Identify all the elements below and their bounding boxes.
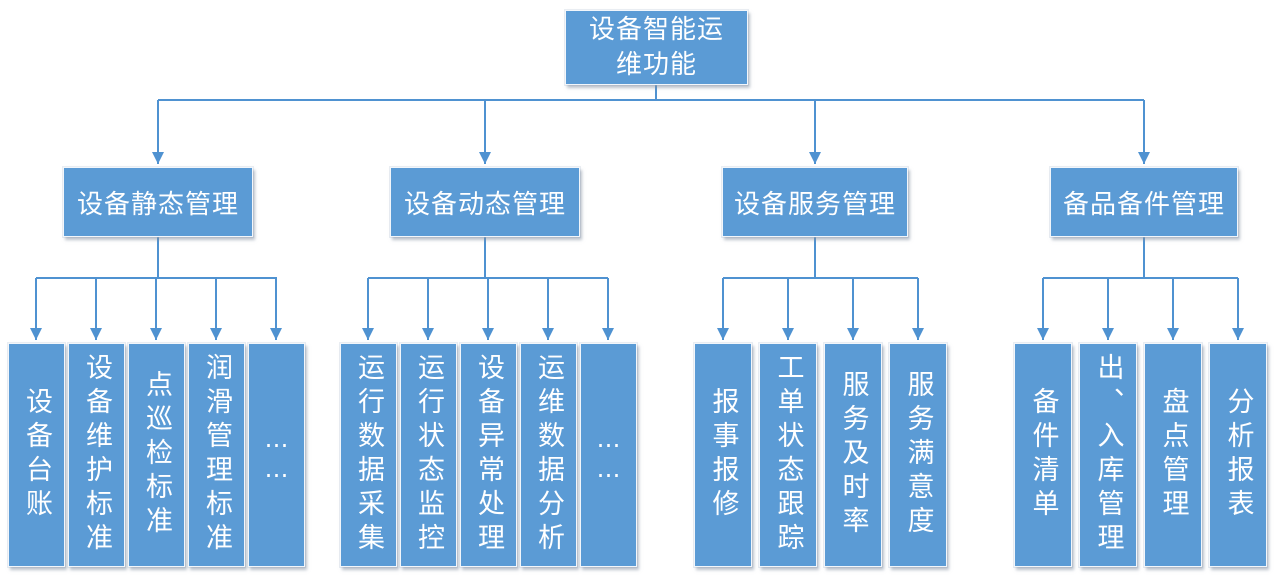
leaf-node: 润滑管理标准 [188, 343, 245, 567]
branch-node-spares-mgmt: 备品备件管理 [1050, 167, 1238, 237]
branch-node-static-mgmt: 设备静态管理 [63, 167, 253, 237]
branch-node-service-mgmt: 设备服务管理 [722, 167, 908, 237]
leaf-node-ellipsis: …… [248, 343, 305, 567]
leaf-node: 报事报修 [694, 343, 752, 567]
leaf-node-ellipsis: …… [580, 343, 637, 567]
leaf-node: 分析报表 [1209, 343, 1267, 567]
leaf-node: 工单状态跟踪 [759, 343, 817, 567]
leaf-node: 盘点管理 [1144, 343, 1202, 567]
leaf-node: 设备台账 [8, 343, 65, 567]
leaf-node: 运维数据分析 [520, 343, 577, 567]
root-node: 设备智能运 维功能 [565, 10, 748, 85]
leaf-node: 出、入库管理 [1079, 343, 1137, 567]
leaf-node: 设备异常处理 [460, 343, 517, 567]
leaf-node: 运行状态监控 [400, 343, 457, 567]
root-node-label-line1: 设备智能运 [588, 15, 724, 46]
root-node-label-line2: 维功能 [615, 49, 697, 80]
leaf-node: 设备维护标准 [68, 343, 125, 567]
leaf-node: 备件清单 [1014, 343, 1072, 567]
leaf-node: 点巡检标准 [128, 343, 185, 567]
branch-node-dynamic-mgmt: 设备动态管理 [390, 167, 580, 237]
leaf-node: 服务及时率 [824, 343, 882, 567]
leaf-node: 服务满意度 [889, 343, 947, 567]
leaf-node: 运行数据采集 [340, 343, 397, 567]
